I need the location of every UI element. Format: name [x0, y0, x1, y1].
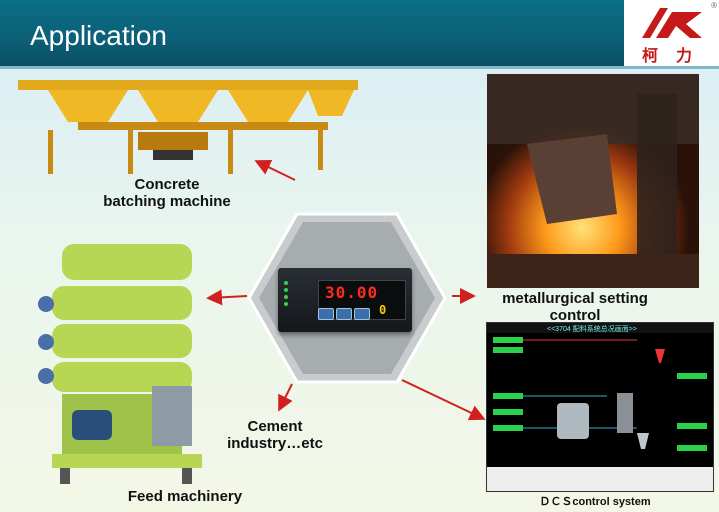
dcs-title: <<3704 配料系统总况画面>>	[547, 326, 637, 333]
weighing-indicator: 30.00 0	[278, 268, 412, 332]
metallurgical-label: metallurgical setting control	[490, 290, 660, 324]
dcs-label: ＤＣＳcontrol system	[539, 496, 651, 508]
concrete-label: Concrete batching machine	[92, 176, 242, 210]
feed-label: Feed machinery	[127, 488, 243, 505]
header-bar: Application 柯力 ®	[0, 0, 719, 69]
indicator-button-2	[336, 308, 352, 320]
indicator-sub-display: 0	[379, 303, 387, 317]
cement-label-line1: Cement	[247, 418, 303, 435]
page-title: Application	[30, 20, 167, 51]
feed-machinery-image	[38, 244, 202, 484]
dcs-data-table	[487, 467, 713, 491]
metallurgical-label-line2: control	[549, 307, 601, 324]
metallurgical-label-line1: metallurgical setting	[502, 290, 648, 307]
dcs-diagram	[493, 337, 707, 451]
metallurgical-image	[487, 74, 699, 288]
cement-label: Cement industry…etc	[215, 418, 335, 452]
dcs-title-bar: <<3704 配料系统总况画面>>	[487, 323, 713, 333]
arrow-to-concrete	[254, 160, 296, 181]
concrete-batching-machine-image	[18, 80, 358, 174]
indicator-button-1	[318, 308, 334, 320]
arrow-to-feed	[206, 289, 248, 306]
registered-mark: ®	[711, 1, 717, 10]
concrete-label-line1: Concrete	[134, 176, 200, 193]
indicator-button-3	[354, 308, 370, 320]
cement-label-line2: industry…etc	[227, 435, 323, 452]
logo-text: 柯力	[642, 48, 711, 65]
logo: 柯力 ®	[624, 0, 719, 66]
arrow-to-dcs	[401, 379, 486, 421]
concrete-label-line2: batching machine	[103, 193, 231, 210]
indicator-leds	[284, 278, 310, 318]
k-logo-icon	[642, 8, 702, 38]
arrow-to-cement	[278, 383, 293, 412]
indicator-main-display: 30.00	[325, 283, 379, 302]
dcs-screen-image: <<3704 配料系统总况画面>>	[486, 322, 714, 492]
indicator-hexagon	[247, 212, 447, 384]
